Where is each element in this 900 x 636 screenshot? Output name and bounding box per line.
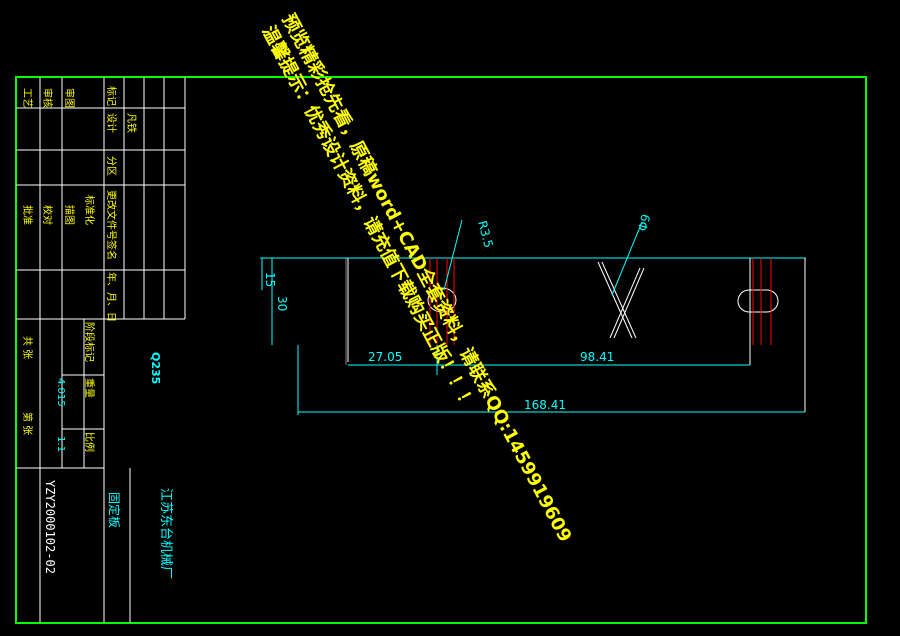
tb-drawn-by: 凡铁 xyxy=(125,113,138,133)
tb-design: 设计 xyxy=(105,113,118,133)
dim-left-vertical-top: 15 xyxy=(263,272,277,287)
title-block xyxy=(16,77,186,623)
tb-company: 江苏东台机械厂 xyxy=(158,488,174,579)
tb-weight: 4.015 xyxy=(55,378,66,407)
tb-material: Q235 xyxy=(149,352,162,384)
dimension-text: 15 30 R3.5 Φ9 27.05 98.41 168.41 xyxy=(263,213,653,412)
tb-scale: 1:1 xyxy=(55,436,66,452)
dim-bottom-left: 27.05 xyxy=(368,350,402,364)
tb-review-2: 批准 xyxy=(21,205,34,225)
hole-left xyxy=(427,287,457,313)
tb-part-name: 固定板 xyxy=(107,492,122,528)
tb-review-1: 审核 xyxy=(41,88,54,108)
dim-bottom-total: 168.41 xyxy=(524,398,566,412)
tb-sheet-no: 第 张 xyxy=(21,412,34,435)
tb-drawn-1: 审图 xyxy=(63,88,76,108)
dim-bottom-middle: 98.41 xyxy=(580,350,614,364)
slot-right xyxy=(737,289,779,313)
watermark-line-1: 预览精彩抢先看，原稿word+CAD全套资料，请联系QQ:1459919609 xyxy=(278,10,577,546)
tb-weight-label: 重量 xyxy=(83,378,96,398)
tb-craft: 工艺 xyxy=(21,88,33,108)
tb-zone: 分区 xyxy=(105,156,117,176)
dimensions xyxy=(261,219,805,415)
tb-stage-mark: 阶段标记 xyxy=(83,322,96,362)
tb-standardized: 标准化 xyxy=(83,195,96,225)
tb-scale-label: 比例 xyxy=(83,432,96,452)
tb-check-2: 校对 xyxy=(41,205,54,225)
drawing-frame xyxy=(15,76,867,624)
tb-drawing-no: YZY2000102-02 xyxy=(43,480,57,574)
tb-file-no: 更改文件号 xyxy=(105,190,118,240)
tb-date: 年、月、日 xyxy=(105,272,118,322)
title-block-text: 工艺 审核 审图 标记 设计 凡铁 分区 更改文件号 批准 校对 描图 标准化 … xyxy=(21,86,174,579)
tb-signature: 签名 xyxy=(105,240,118,260)
tb-marker: 标记 xyxy=(105,86,117,106)
dim-top-left: R3.5 xyxy=(475,219,496,249)
watermark: 预览精彩抢先看，原稿word+CAD全套资料，请联系QQ:1459919609 … xyxy=(258,10,577,546)
dim-top-right: Φ9 xyxy=(635,213,653,233)
part-geometry xyxy=(260,257,806,412)
dim-left-vertical: 30 xyxy=(275,296,289,311)
tb-drawn-2: 描图 xyxy=(63,205,76,225)
tb-sheet-total: 共 张 xyxy=(21,336,33,359)
